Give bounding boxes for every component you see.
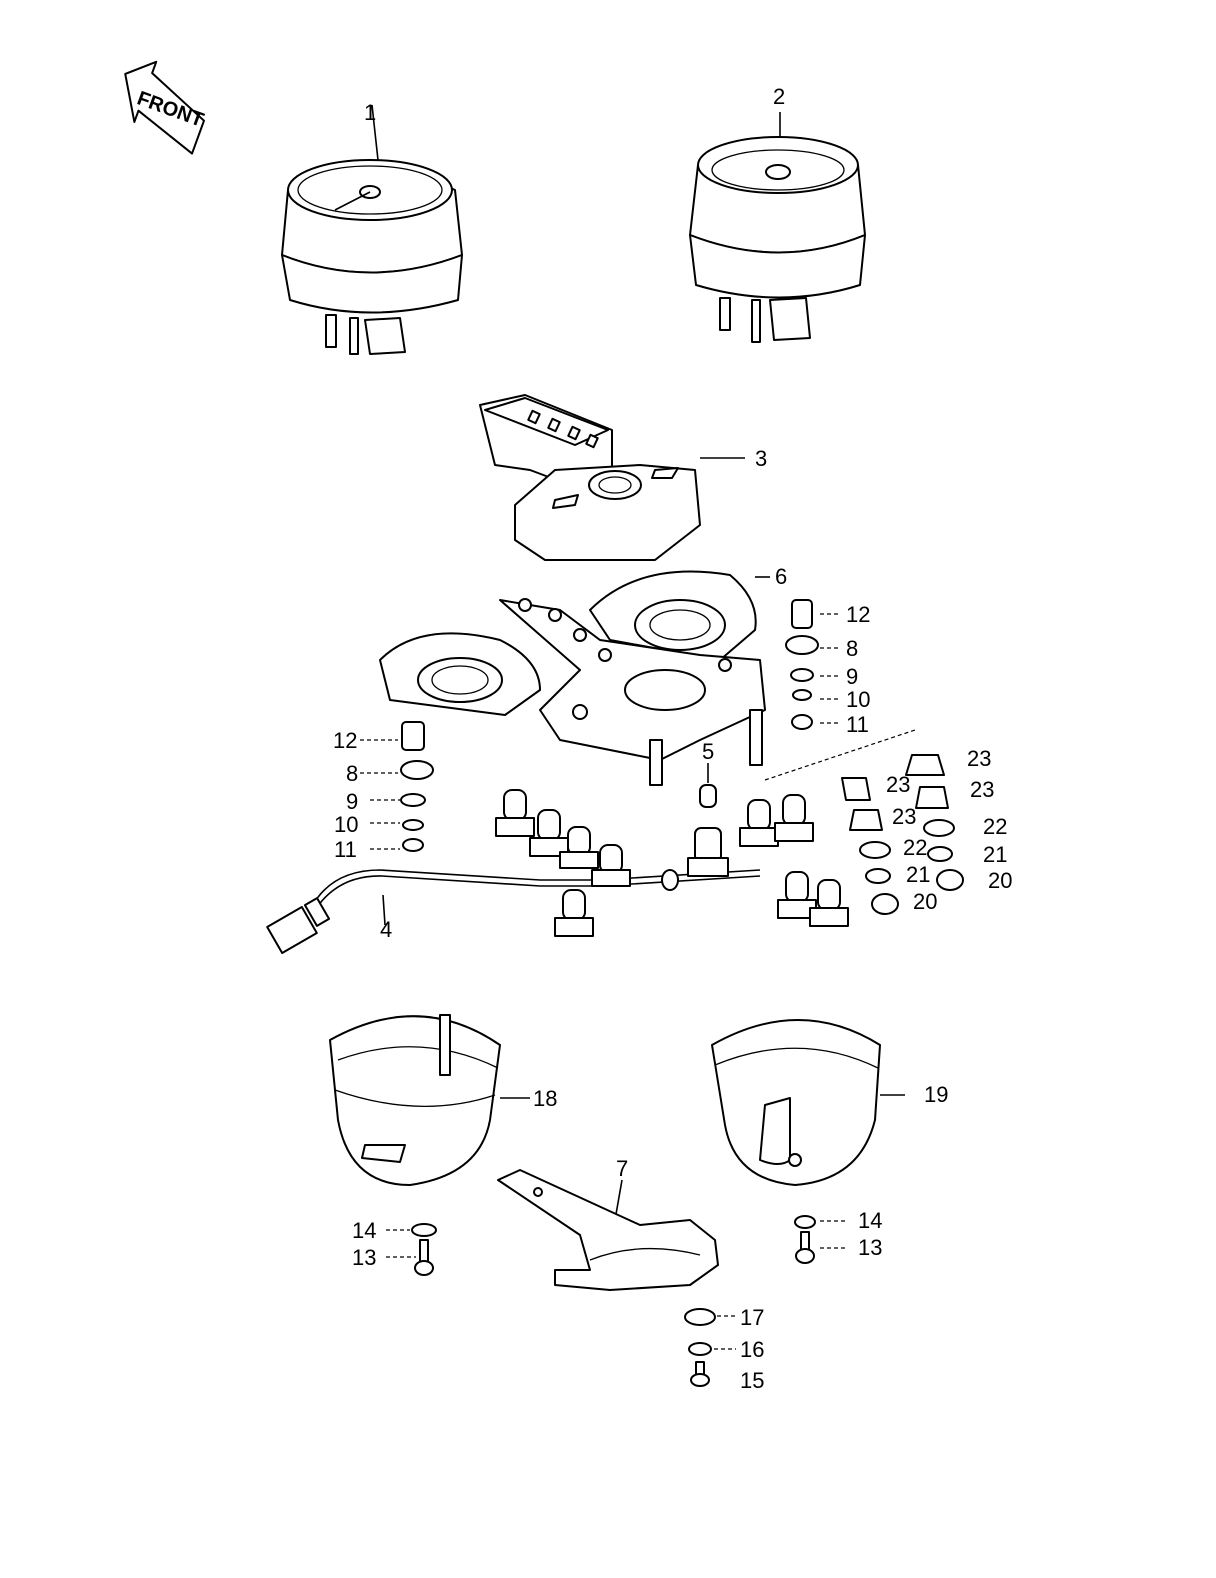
callout-18: 18 [533, 1086, 557, 1111]
callout-7: 7 [616, 1156, 628, 1181]
front-arrow-badge: FRONT [124, 60, 206, 155]
callout-22-b: 22 [903, 835, 927, 860]
fastener-stack-right [785, 599, 840, 730]
bulb-socket [591, 844, 631, 887]
bulb-socket [495, 789, 535, 837]
callout-13-right: 13 [858, 1235, 882, 1260]
bulb-socket [739, 799, 779, 847]
screw-washer-right [794, 1215, 845, 1264]
callout-23-c: 23 [970, 777, 994, 802]
callout-22-a: 22 [983, 814, 1007, 839]
callout-17: 17 [740, 1305, 764, 1330]
bracket-7 [497, 1169, 719, 1291]
callout-5: 5 [702, 739, 714, 764]
callout-11-right: 11 [846, 712, 869, 737]
hardware-group-right [764, 729, 964, 915]
callout-12-right: 12 [846, 602, 870, 627]
bulb-socket [809, 879, 849, 927]
callout-13-left: 13 [352, 1245, 376, 1270]
bulb-socket [529, 809, 569, 857]
callout-21-b: 21 [906, 862, 930, 887]
meter-cover-19 [711, 1019, 905, 1186]
callout-23-b: 23 [886, 772, 910, 797]
bulb-socket [774, 794, 814, 842]
callout-23-a: 23 [967, 746, 991, 771]
hardware-bottom [684, 1308, 738, 1387]
fastener-stack-left [360, 721, 434, 852]
bracket-plate-6 [379, 570, 770, 786]
callout-16: 16 [740, 1337, 764, 1362]
callout-8-left: 8 [346, 761, 358, 786]
bulb-socket [554, 889, 594, 937]
bulb-socket [687, 827, 729, 877]
callout-6: 6 [775, 564, 787, 589]
callout-9-left: 9 [346, 789, 358, 814]
callout-10-left: 10 [334, 812, 358, 837]
callout-20-b: 20 [913, 889, 937, 914]
callout-labels: 1 2 3 6 12 8 9 10 11 12 8 9 10 11 5 4 23… [333, 84, 1012, 1393]
callout-3: 3 [755, 446, 767, 471]
callout-15: 15 [740, 1368, 764, 1393]
indicator-housing-3 [479, 394, 745, 561]
bulb-5 [699, 763, 717, 808]
wiring-harness-4 [266, 789, 849, 954]
callout-8-right: 8 [846, 636, 858, 661]
meter-cover-18 [329, 1014, 530, 1186]
callout-20-a: 20 [988, 868, 1012, 893]
callout-10-right: 10 [846, 687, 870, 712]
callout-23-d: 23 [892, 804, 916, 829]
callout-11-left: 11 [334, 837, 357, 862]
meter-1 [281, 104, 463, 355]
callout-2: 2 [773, 84, 785, 109]
callout-1: 1 [364, 100, 376, 125]
callout-9-right: 9 [846, 664, 858, 689]
callout-21-a: 21 [983, 842, 1007, 867]
callout-19: 19 [924, 1082, 948, 1107]
callout-4: 4 [380, 917, 392, 942]
callout-12-left: 12 [333, 728, 357, 753]
callout-14-left: 14 [352, 1218, 376, 1243]
meter-2 [689, 112, 866, 343]
callout-14-right: 14 [858, 1208, 882, 1233]
bulb-socket [559, 826, 599, 869]
screw-washer-left [386, 1223, 437, 1276]
